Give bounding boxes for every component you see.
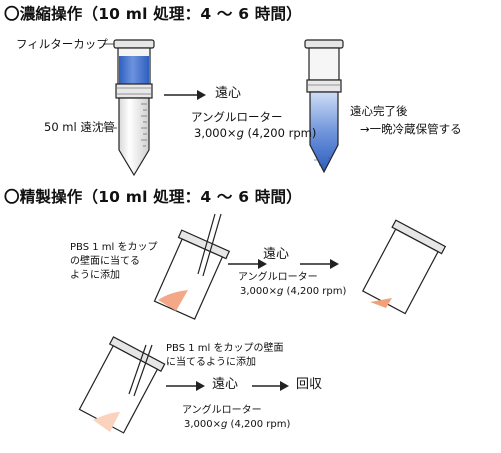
rotor-label: アングルローター [191, 110, 283, 124]
pipette-icon [197, 213, 222, 277]
filter-cup-icon [153, 229, 231, 320]
arrow-right-icon [228, 259, 267, 269]
arrow-right-icon [164, 90, 206, 100]
arrow-right-icon [252, 381, 289, 391]
section-heading-concentration: 〇濃縮操作（10 ml 処理：4 ～ 6 時間） [4, 5, 302, 23]
store-overnight-label: →一晩冷蔵保管する [360, 122, 462, 136]
instruction-line: PBS 1 ml をカップ [70, 242, 158, 253]
filter-cup-icon [361, 219, 447, 315]
result-label-collect: 回収 [296, 377, 323, 392]
centrifuge-tube-icon [113, 39, 155, 177]
instruction-line: の壁面に当てる [70, 256, 140, 267]
instruction-line: に当てるように添加 [166, 357, 256, 368]
instruction-line: PBS 1 ml をカップの壁面 [166, 343, 284, 354]
tube-label: 50 ml 遠沈管 [44, 120, 115, 134]
pipette-icon [128, 344, 153, 397]
after-centrifuge-label: 遠心完了後 [350, 104, 408, 118]
rotor-label: アングルローター [238, 272, 318, 283]
instruction-line: ように添加 [70, 270, 120, 281]
step-label-centrifuge: 遠心 [215, 86, 242, 101]
arrow-right-icon [300, 259, 339, 269]
arrow-right-icon [166, 381, 205, 391]
speed-label: 3,000×g (4,200 rpm) [194, 126, 317, 140]
rotor-label: アングルローター [182, 405, 262, 416]
step-label-centrifuge: 遠心 [263, 247, 290, 262]
filter-cup-icon [78, 336, 166, 434]
centrifuge-tube-icon [304, 39, 344, 174]
step-label-centrifuge: 遠心 [212, 377, 239, 392]
section-heading-purification: 〇精製操作（10 ml 処理：4 ～ 6 時間） [4, 188, 302, 206]
filter-cup-label: フィルターカップ [16, 37, 108, 51]
speed-label: 3,000×g (4,200 rpm) [240, 286, 347, 297]
speed-label: 3,000×g (4,200 rpm) [184, 419, 291, 430]
